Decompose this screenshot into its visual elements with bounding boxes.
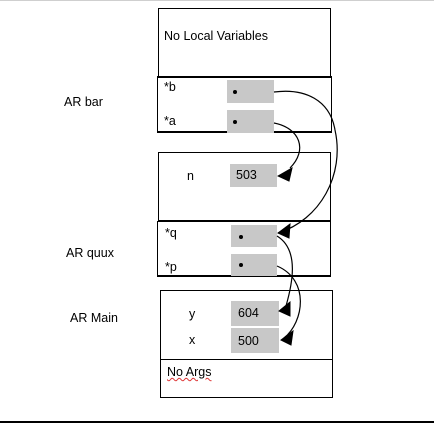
- quux-param-q-cell: [231, 225, 277, 247]
- main-args-text: No Args: [167, 365, 212, 379]
- frame-label-main: AR Main: [70, 311, 118, 325]
- frame-label-bar: AR bar: [64, 95, 103, 109]
- quux-local-n-label: n: [187, 169, 194, 183]
- quux-params-box: *q *p: [157, 221, 331, 277]
- bar-locals-text: No Local Variables: [164, 29, 268, 43]
- quux-param-q-label: *q: [165, 226, 177, 240]
- quux-local-n-cell: 503: [230, 164, 277, 187]
- pointer-dot-icon: [233, 120, 237, 124]
- bar-param-a-label: *a: [164, 114, 176, 128]
- bottom-rule: [0, 421, 434, 423]
- pointer-dot-icon: [239, 263, 243, 267]
- main-local-x-cell: 500: [231, 328, 279, 353]
- top-rule: [0, 0, 434, 1]
- main-local-x-label: x: [189, 333, 196, 347]
- main-local-y-value: 604: [238, 306, 259, 320]
- main-local-y-label: y: [189, 307, 196, 321]
- main-args-box: No Args: [160, 359, 333, 398]
- bar-param-a-cell: [227, 110, 274, 133]
- main-local-y-cell: 604: [231, 301, 279, 326]
- bar-locals-box: No Local Variables: [158, 8, 331, 78]
- quux-param-p-label: *p: [165, 260, 177, 274]
- pointer-dot-icon: [239, 235, 243, 239]
- frame-label-quux: AR quux: [66, 246, 114, 260]
- quux-param-p-cell: [231, 254, 277, 276]
- bar-param-b-cell: [227, 80, 274, 103]
- quux-local-n-value: 503: [236, 168, 257, 182]
- bar-param-b-label: *b: [164, 80, 176, 94]
- main-local-x-value: 500: [238, 334, 259, 348]
- pointer-dot-icon: [233, 90, 237, 94]
